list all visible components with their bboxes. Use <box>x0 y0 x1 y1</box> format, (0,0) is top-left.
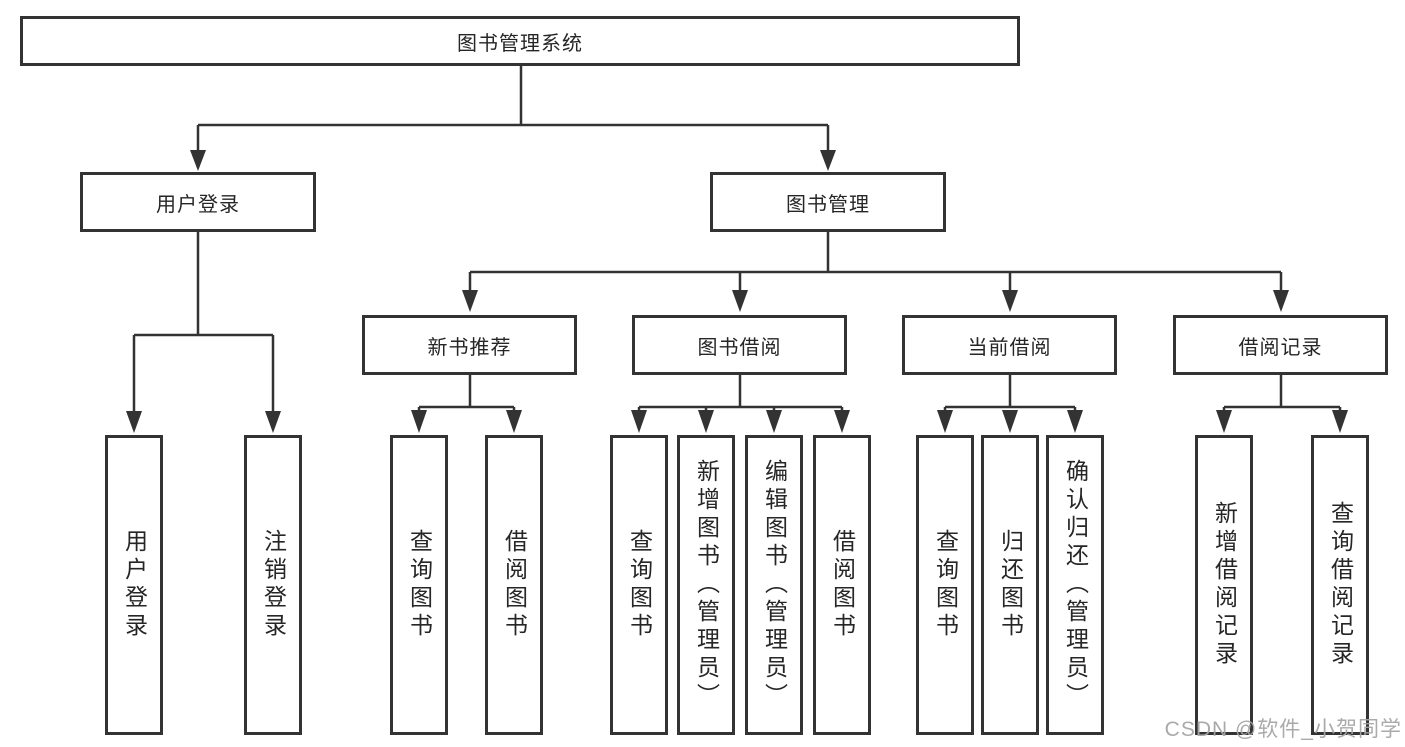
leaf-label: 新增借阅记录 <box>1211 501 1238 669</box>
node-label: 用户登录 <box>156 193 240 216</box>
arrow-down-icon <box>766 410 782 433</box>
leaf-user-login: 用户登录 <box>105 435 163 735</box>
node-label: 当前借阅 <box>967 336 1052 359</box>
node-book-borrow: 图书借阅 <box>632 315 847 375</box>
leaf-label: 查询图书 <box>406 529 433 641</box>
connector-line <box>1222 375 1342 412</box>
arrow-down-icon <box>411 410 427 433</box>
node-book-management: 图书管理 <box>710 172 946 232</box>
csdn-watermark: CSDN @软件_小贺同学 <box>1164 718 1402 741</box>
leaf-label: 归还图书 <box>997 529 1024 641</box>
leaf-borrow-books: 借阅图书 <box>813 435 871 735</box>
node-current-borrow: 当前借阅 <box>902 315 1117 375</box>
node-new-book-recommend: 新书推荐 <box>362 315 577 375</box>
arrow-down-icon <box>1332 410 1348 433</box>
leaf-logout: 注销登录 <box>244 435 302 735</box>
connector-line <box>637 375 844 412</box>
leaf-add-books-admin: 新增图书（管理员） <box>677 435 735 735</box>
connector-line <box>943 375 1077 412</box>
arrow-down-icon <box>1002 410 1018 433</box>
node-library-system: 图书管理系统 <box>20 16 1020 66</box>
recommend-connector <box>411 375 522 433</box>
leaf-label: 编辑图书（管理员） <box>761 459 788 711</box>
leaf-label: 查询图书 <box>626 529 653 641</box>
book-mgmt-connector <box>462 232 1289 312</box>
connector-line <box>417 375 516 412</box>
arrow-down-icon <box>126 411 142 433</box>
node-label: 图书借阅 <box>697 336 782 359</box>
arrow-down-icon <box>506 410 522 433</box>
node-label: 图书管理系统 <box>457 32 583 55</box>
records-connector <box>1216 375 1348 433</box>
arrow-down-icon <box>1002 290 1018 312</box>
node-user-login: 用户登录 <box>80 172 316 232</box>
node-borrow-records: 借阅记录 <box>1173 315 1388 375</box>
node-label: 借阅记录 <box>1238 336 1323 359</box>
arrow-down-icon <box>1067 410 1083 433</box>
current-connector <box>937 375 1083 433</box>
leaf-label: 查询借阅记录 <box>1327 501 1354 669</box>
leaf-confirm-return-admin: 确认归还（管理员） <box>1046 435 1104 735</box>
connector-line <box>132 232 275 413</box>
leaf-query-books-borrow: 查询图书 <box>610 435 668 735</box>
arrow-down-icon <box>462 290 478 312</box>
leaf-return-books: 归还图书 <box>981 435 1039 735</box>
arrow-down-icon <box>265 411 281 433</box>
user-login-connector <box>126 232 281 433</box>
borrow-connector <box>631 375 850 433</box>
leaf-query-borrow-record: 查询借阅记录 <box>1311 435 1369 735</box>
node-label: 新书推荐 <box>427 336 512 359</box>
arrow-down-icon <box>698 410 714 433</box>
leaf-label: 注销登录 <box>260 529 287 641</box>
leaf-label: 确认归还（管理员） <box>1062 459 1089 711</box>
arrow-down-icon <box>1273 290 1289 312</box>
leaf-query-books-recommend: 查询图书 <box>390 435 448 735</box>
leaf-query-books-current: 查询图书 <box>916 435 974 735</box>
node-label: 图书管理 <box>786 193 870 216</box>
leaf-add-borrow-record: 新增借阅记录 <box>1195 435 1253 735</box>
leaf-label: 新增图书（管理员） <box>693 459 720 711</box>
leaf-label: 查询图书 <box>932 529 959 641</box>
leaf-label: 借阅图书 <box>501 529 528 641</box>
root-connector <box>190 66 836 171</box>
leaf-label: 用户登录 <box>121 529 148 641</box>
arrow-down-icon <box>820 150 836 171</box>
leaf-label: 借阅图书 <box>829 529 856 641</box>
arrow-down-icon <box>190 150 206 171</box>
arrow-down-icon <box>631 410 647 433</box>
connector-line <box>468 232 1283 292</box>
arrow-down-icon <box>834 410 850 433</box>
leaf-edit-books-admin: 编辑图书（管理员） <box>745 435 803 735</box>
arrow-down-icon <box>1216 410 1232 433</box>
connector-line <box>196 66 830 152</box>
arrow-down-icon <box>937 410 953 433</box>
arrow-down-icon <box>732 290 748 312</box>
leaf-borrow-books-recommend: 借阅图书 <box>485 435 543 735</box>
